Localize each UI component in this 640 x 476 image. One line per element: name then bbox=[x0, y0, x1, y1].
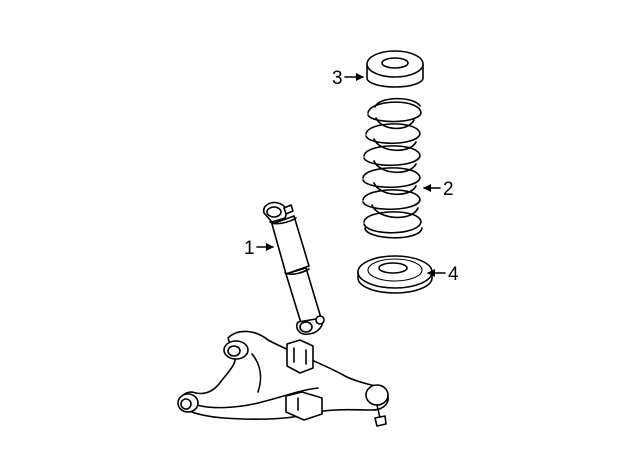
callout-number-3: 3 bbox=[332, 68, 343, 89]
callout-number-1: 1 bbox=[244, 238, 255, 259]
coil-spring bbox=[362, 97, 423, 239]
lower-insulator bbox=[357, 255, 433, 294]
callout-3: 3 bbox=[332, 68, 364, 89]
callout-4: 4 bbox=[427, 264, 459, 285]
callout-number-4: 4 bbox=[448, 264, 459, 285]
callout-number-2: 2 bbox=[443, 179, 454, 200]
lower-control-arm bbox=[177, 330, 389, 427]
upper-insulator bbox=[366, 50, 424, 88]
callout-2: 2 bbox=[423, 179, 454, 200]
callout-1: 1 bbox=[244, 238, 274, 259]
shock-absorber bbox=[262, 201, 325, 336]
